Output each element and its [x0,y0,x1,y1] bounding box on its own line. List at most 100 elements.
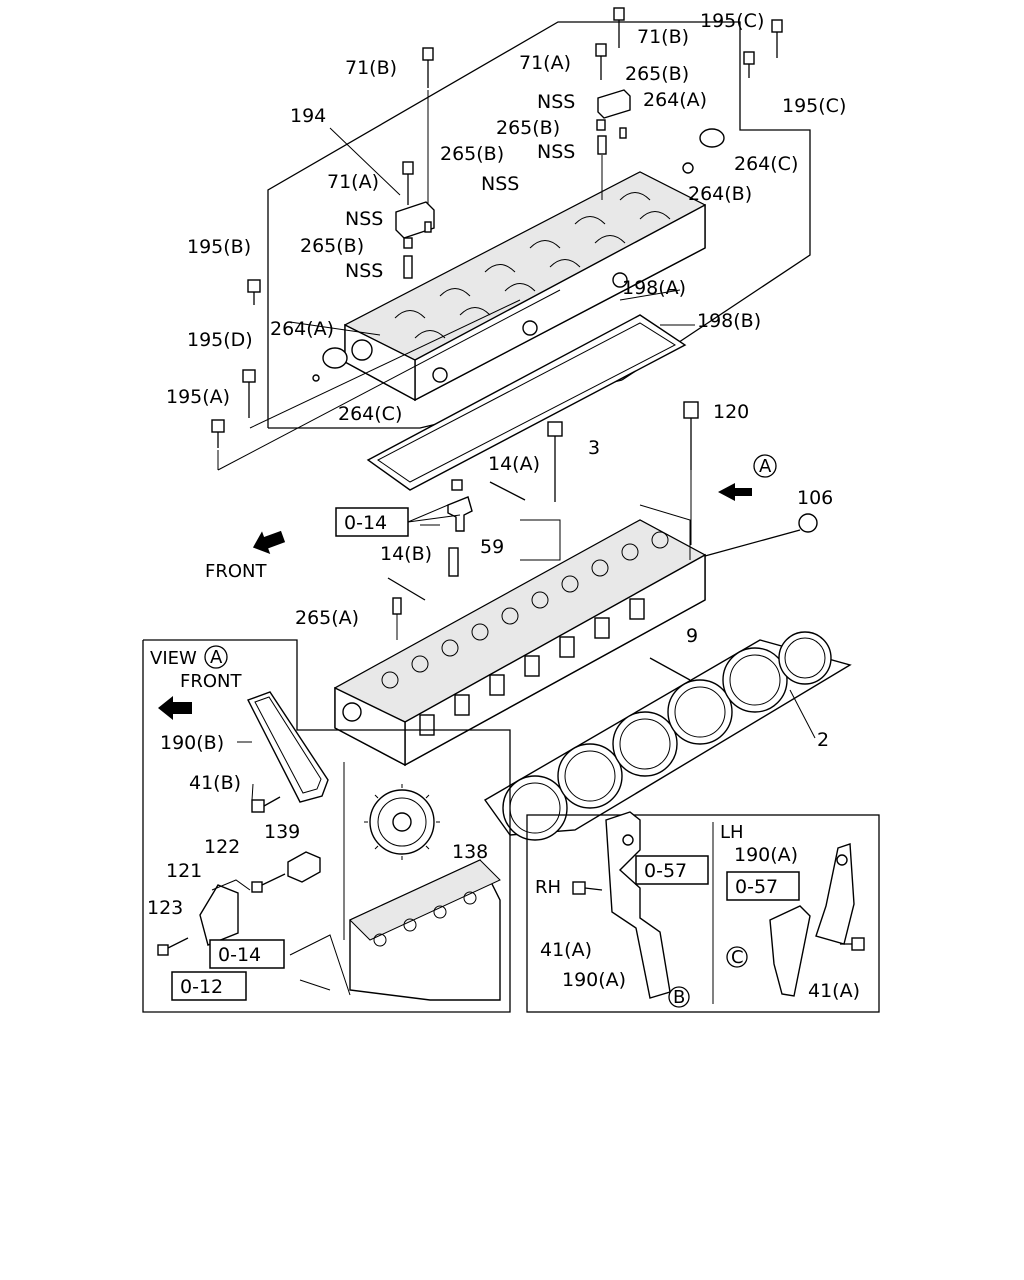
callout-106: 106 [797,487,833,509]
cover-190b [247,691,329,803]
callout-264c-top: 264(C) [734,153,798,175]
bolt-195c-a [743,51,755,78]
bracket-lh-lower [769,905,811,997]
sensor-106 [704,513,818,557]
callout-b-circle: B [673,987,685,1008]
view-label: VIEW [150,648,197,669]
callout-view-a-marker: A [759,456,772,477]
callout-264b: 264(B) [688,183,752,205]
dowel-265a [392,597,402,640]
callout-190a-rh: 190(A) [562,969,626,991]
head-bolt-120 [683,401,699,545]
bearing-cap-top [596,89,631,200]
callout-nss-1: NSS [537,91,575,113]
ref-box-0-57-lh: 0-57 [735,876,778,898]
view-a-panel [142,639,511,1013]
callout-71b-top: 71(B) [637,26,689,48]
ref-box-0-14-top: 0-14 [344,512,387,534]
ref-box-0-12: 0-12 [180,976,223,998]
engine-block-partial [289,859,501,1001]
callout-265b-2: 265(B) [496,117,560,139]
callout-195a: 195(A) [166,386,230,408]
callout-190a-lh: 190(A) [734,844,798,866]
stud-14a [489,481,526,501]
callout-123: 123 [147,897,183,919]
bolt-195c-b [771,19,783,58]
gasket-198b [366,314,687,491]
seal-264c-bottom [322,347,348,369]
camshaft-carrier [343,171,707,402]
rh-label: RH [535,877,561,898]
bolt-71b-left [422,47,434,215]
callout-195c-right: 195(C) [782,95,846,117]
dowel-59 [448,547,459,577]
view-circle-label: A [210,647,223,668]
lh-label: LH [720,822,744,843]
callout-labels: 71(B) 195(C) 71(B) 71(A) 265(B) NSS 264(… [147,10,860,1008]
callout-41a-lh: 41(A) [808,980,860,1002]
callout-41b: 41(B) [189,772,241,794]
callout-265b-3: 265(B) [300,235,364,257]
head-gasket-2 [483,631,852,841]
bolt-139-assembly [251,873,286,893]
callout-264c-bottom: 264(C) [338,403,402,425]
callout-194: 194 [290,105,326,127]
gasket-122 [211,879,251,891]
view-front-label: FRONT [180,671,242,692]
callout-71a-left: 71(A) [327,171,379,193]
callout-190b: 190(B) [160,732,224,754]
camshaft-carrier-group [211,7,811,491]
stud-9 [649,657,691,681]
callout-195b: 195(B) [187,236,251,258]
callout-14b: 14(B) [380,543,432,565]
callout-139: 139 [264,821,300,843]
callout-195d: 195(D) [187,329,253,351]
bolt-41a-rh [572,881,603,895]
cylinder-head [333,519,707,767]
callout-265a: 265(A) [295,607,359,629]
ref-box-0-14-bottom: 0-14 [218,944,261,966]
callout-14a: 14(A) [488,453,540,475]
bracket-190a-rh [605,811,671,999]
callout-3: 3 [588,437,600,459]
callout-71b-left: 71(B) [345,57,397,79]
bolt-71a-left [402,161,414,205]
callout-nss-4: NSS [345,208,383,230]
callout-138: 138 [452,841,488,863]
bolt-71a-top [595,43,607,80]
callout-198b: 198(B) [697,310,761,332]
callout-120: 120 [713,401,749,423]
callout-71a-top: 71(A) [519,52,571,74]
callout-2: 2 [817,729,829,751]
seal-264c-top [699,128,725,148]
bolt-123 [157,937,189,956]
callout-nss-5: NSS [345,260,383,282]
callout-41a-rh: 41(A) [540,939,592,961]
bolt-195a [211,419,225,470]
callout-122: 122 [204,836,240,858]
bolt-41b [251,796,281,813]
bolt-71b-top [613,7,625,48]
callout-59: 59 [480,536,504,558]
plug-264b [682,162,694,174]
callout-nss-2: NSS [537,141,575,163]
bearing-cap-left [395,201,435,279]
callout-c-circle: C [731,947,744,968]
bolt-195b [247,279,261,305]
cover-121 [199,884,239,946]
ref-box-0-57-rh: 0-57 [644,860,687,882]
callout-265b-top: 265(B) [625,63,689,85]
callout-9: 9 [686,625,698,647]
callout-198a: 198(A) [622,277,686,299]
gear-138 [364,784,440,860]
callout-265b-left: 265(B) [440,143,504,165]
callout-121: 121 [166,860,202,882]
injector-sleeve-bracket [447,479,473,532]
bolt-195d [242,369,256,418]
bolt-41a-lh [840,937,865,951]
callout-nss-3: NSS [481,173,519,195]
head-bolt-3 [547,421,563,502]
callout-195c-top: 195(C) [700,10,764,32]
callout-264a-top: 264(A) [643,89,707,111]
